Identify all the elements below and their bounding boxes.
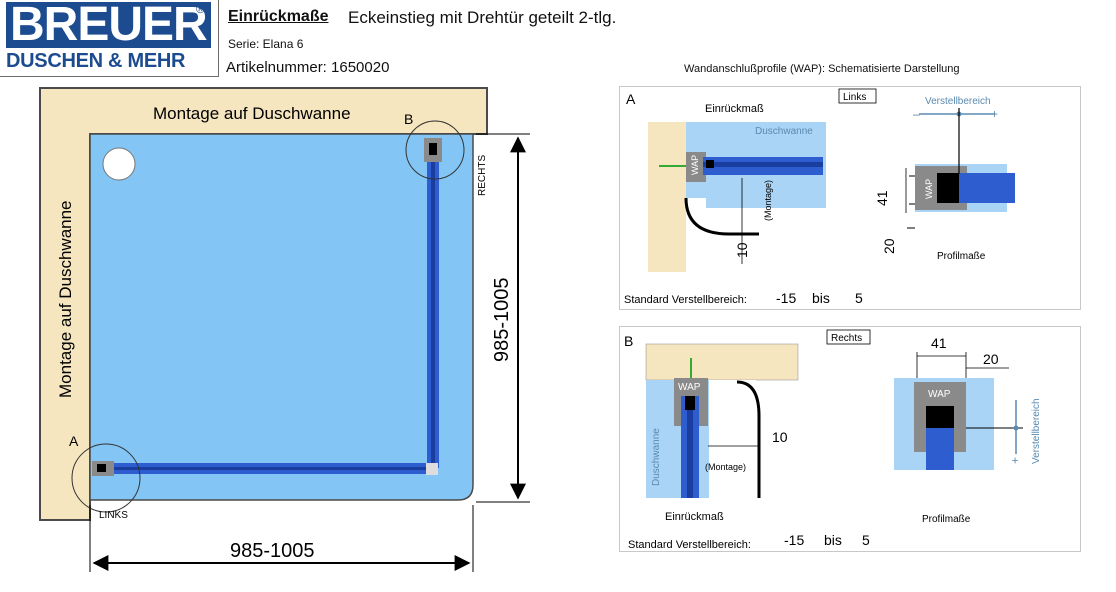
drain — [102, 147, 136, 181]
panel-b-dim-10: 10 — [772, 429, 788, 445]
panel-a-profilmasse: Profilmaße — [937, 251, 986, 262]
panel-b-wap: WAP — [678, 382, 701, 393]
panel-a-wap: WAP — [690, 155, 700, 175]
panel-b-duschwanne: Duschwanne — [651, 428, 662, 486]
panel-b-plus: + — [1008, 457, 1022, 464]
montage-left-label: Montage auf Duschwanne — [56, 200, 75, 398]
links-label: LINKS — [99, 510, 128, 521]
panel-a-einrueck: Einrückmaß — [705, 103, 764, 115]
label-a: A — [69, 433, 79, 449]
panel-b-to: 5 — [862, 532, 870, 548]
panel-b-einrueck: Einrückmaß — [665, 511, 724, 523]
wap-section-title: Wandanschlußprofile (WAP): Schematisiert… — [684, 63, 960, 75]
panel-a-dim-20: 20 — [881, 238, 897, 254]
panel-a-dim-41: 41 — [874, 190, 890, 206]
label-b: B — [404, 111, 413, 127]
panel-a-plus: + — [991, 107, 998, 121]
tray-water — [89, 133, 474, 501]
rechts-label: RECHTS — [477, 155, 488, 196]
panel-b-dim-20: 20 — [983, 351, 999, 367]
detail-circle-b — [405, 120, 465, 180]
panel-a-minus: – — [913, 107, 920, 121]
panel-a-to: 5 — [855, 290, 863, 306]
panel-b-dim-41: 41 — [931, 335, 947, 351]
logo-tagline: DUSCHEN & MEHR — [6, 50, 186, 72]
panel-b-from: -15 — [784, 532, 804, 548]
panel-a-letter: A — [626, 91, 636, 107]
panel-b-bis: bis — [824, 532, 842, 548]
panel-a-standard: Standard Verstellbereich: — [624, 294, 747, 306]
title-einrueckmasse: Einrückmaße — [228, 8, 329, 25]
article-number: Artikelnummer: 1650020 — [226, 59, 390, 76]
panel-a-montage: (Montage) — [763, 180, 773, 221]
detail-panel-a: A Einrückmaß Links Verstellbereich – + D… — [619, 86, 1081, 310]
panel-b-side: Rechts — [831, 333, 862, 344]
product-title: Eckeinstieg mit Drehtür geteilt 2-tlg. — [348, 8, 617, 27]
detail-panel-b: B Rechts WAP Duschwanne 10 (Montage) Ein… — [619, 326, 1081, 552]
panel-a-from: -15 — [776, 290, 796, 306]
panel-b-minus: – — [1008, 405, 1022, 412]
panel-a-bis: bis — [812, 290, 830, 306]
montage-top-label: Montage auf Duschwanne — [153, 104, 351, 123]
panel-a-wap-right: WAP — [924, 179, 934, 199]
panel-a-duschwanne: Duschwanne — [755, 126, 813, 137]
detail-circle-a — [71, 443, 141, 513]
panel-b-standard: Standard Verstellbereich: — [628, 539, 751, 551]
panel-b-wap2: WAP — [928, 389, 951, 400]
height-dimension-value: 985-1005 — [491, 277, 513, 362]
panel-b-letter: B — [624, 333, 633, 349]
panel-b-montage: (Montage) — [705, 462, 746, 472]
panel-b-profilmasse: Profilmaße — [922, 514, 971, 525]
serie-label: Serie: Elana 6 — [228, 37, 304, 51]
panel-b-verstell: Verstellbereich — [1031, 398, 1042, 464]
logo-wordmark: BREUER — [6, 1, 211, 49]
panel-a-side: Links — [843, 92, 866, 103]
logo-registered-mark: ® — [196, 2, 205, 16]
logo-frame — [0, 0, 219, 77]
width-dimension-value: 985-1005 — [230, 540, 315, 562]
panel-a-verstell: Verstellbereich — [925, 96, 991, 107]
panel-a-dim-10: 10 — [734, 242, 750, 258]
